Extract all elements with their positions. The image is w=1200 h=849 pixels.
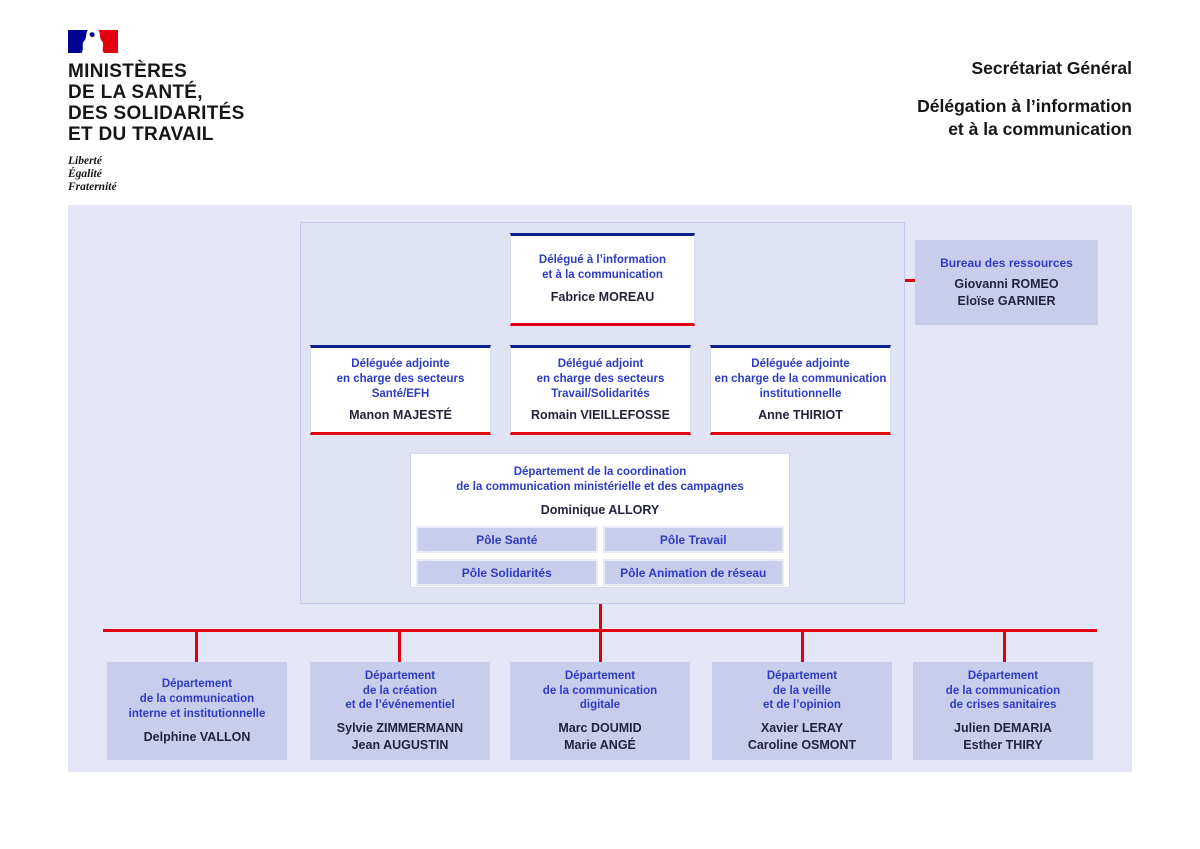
pole-sante: Pôle Santé xyxy=(416,526,598,554)
org-box-title: Délégué à l’information et à la communic… xyxy=(538,254,667,282)
secretariat-general-title: Secrétariat Général xyxy=(971,58,1132,78)
ministry-title: MINISTÈRES DE LA SANTÉ, DES SOLIDARITÉS … xyxy=(68,61,245,145)
org-box-title: Département de la création et de l’événe… xyxy=(345,669,455,712)
org-box-title: Bureau des ressources xyxy=(940,255,1073,270)
liberte-egalite-fraternite-motto: Liberté Égalité Fraternité xyxy=(68,155,117,193)
document-header: Secrétariat Général Délégation à l’infor… xyxy=(700,58,1132,141)
org-box-names: Sylvie ZIMMERMANN Jean AUGUSTIN xyxy=(336,721,464,752)
org-box-title: Déléguée adjointe en charge des secteurs… xyxy=(336,357,465,400)
org-box-title: Département de la communication interne … xyxy=(128,677,266,720)
org-box-title: Département de la communication de crise… xyxy=(945,669,1061,712)
pole-solidarites: Pôle Solidarités xyxy=(416,559,598,587)
connector-drop-3 xyxy=(599,631,602,662)
org-box-dept-creation-evenementiel: Département de la création et de l’événe… xyxy=(310,662,490,760)
pole-grid: Pôle Santé Pôle Travail Pôle Solidarités… xyxy=(416,526,784,587)
org-box-title: Déléguée adjointe en charge de la commun… xyxy=(714,357,887,400)
org-box-dept-interne-institutionnelle: Département de la communication interne … xyxy=(107,662,287,760)
connector-drop-4 xyxy=(801,631,804,662)
org-box-title: Département de la coordination de la com… xyxy=(456,466,744,493)
org-box-coordination: Département de la coordination de la com… xyxy=(410,453,790,588)
connector-head-resources xyxy=(905,279,916,282)
org-box-names: Delphine VALLON xyxy=(143,729,251,744)
connector-horizontal-bus xyxy=(103,629,1097,632)
delegation-title: Délégation à l’information et à la commu… xyxy=(917,96,1132,139)
connector-drop-1 xyxy=(195,631,198,662)
org-box-delegue: Délégué à l’information et à la communic… xyxy=(510,233,695,326)
org-box-title: Département de la communication digitale xyxy=(542,669,658,712)
org-box-title: Département de la veille et de l’opinion xyxy=(763,669,841,712)
org-box-names: Dominique ALLORY xyxy=(540,502,660,517)
org-box-names: Romain VIEILLEFOSSE xyxy=(531,407,670,422)
org-box-adjoint-travail-solidarites: Délégué adjoint en charge des secteurs T… xyxy=(510,345,691,435)
org-box-names: Giovanni ROMEO Eloïse GARNIER xyxy=(954,277,1059,308)
connector-drop-2 xyxy=(398,631,401,662)
org-box-dept-crises-sanitaires: Département de la communication de crise… xyxy=(913,662,1093,760)
org-box-dept-veille-opinion: Département de la veille et de l’opinion… xyxy=(712,662,892,760)
connector-drop-5 xyxy=(1003,631,1006,662)
connector-trunk-vertical xyxy=(599,604,602,630)
org-box-bureau-ressources: Bureau des ressources Giovanni ROMEO Elo… xyxy=(915,240,1098,325)
org-box-names: Marc DOUMID Marie ANGÉ xyxy=(558,721,642,752)
government-brand-block: MINISTÈRES DE LA SANTÉ, DES SOLIDARITÉS … xyxy=(68,30,318,194)
org-box-names: Manon MAJESTÉ xyxy=(349,407,452,422)
org-box-names: Xavier LERAY Caroline OSMONT xyxy=(747,721,857,752)
french-flag-marianne-icon xyxy=(68,30,118,53)
org-box-names: Anne THIRIOT xyxy=(758,407,843,422)
org-box-dept-digitale: Département de la communication digitale… xyxy=(510,662,690,760)
org-box-names: Julien DEMARIA Esther THIRY xyxy=(954,721,1052,752)
org-box-title: Délégué adjoint en charge des secteurs T… xyxy=(536,357,665,400)
org-box-adjointe-sante-efh: Déléguée adjointe en charge des secteurs… xyxy=(310,345,491,435)
org-box-names: Fabrice MOREAU xyxy=(550,290,655,305)
org-chart-panel: Délégué à l’information et à la communic… xyxy=(68,205,1132,772)
pole-animation-reseau: Pôle Animation de réseau xyxy=(602,559,784,587)
org-box-adjointe-institutionnelle: Déléguée adjointe en charge de la commun… xyxy=(710,345,891,435)
pole-travail: Pôle Travail xyxy=(602,526,784,554)
